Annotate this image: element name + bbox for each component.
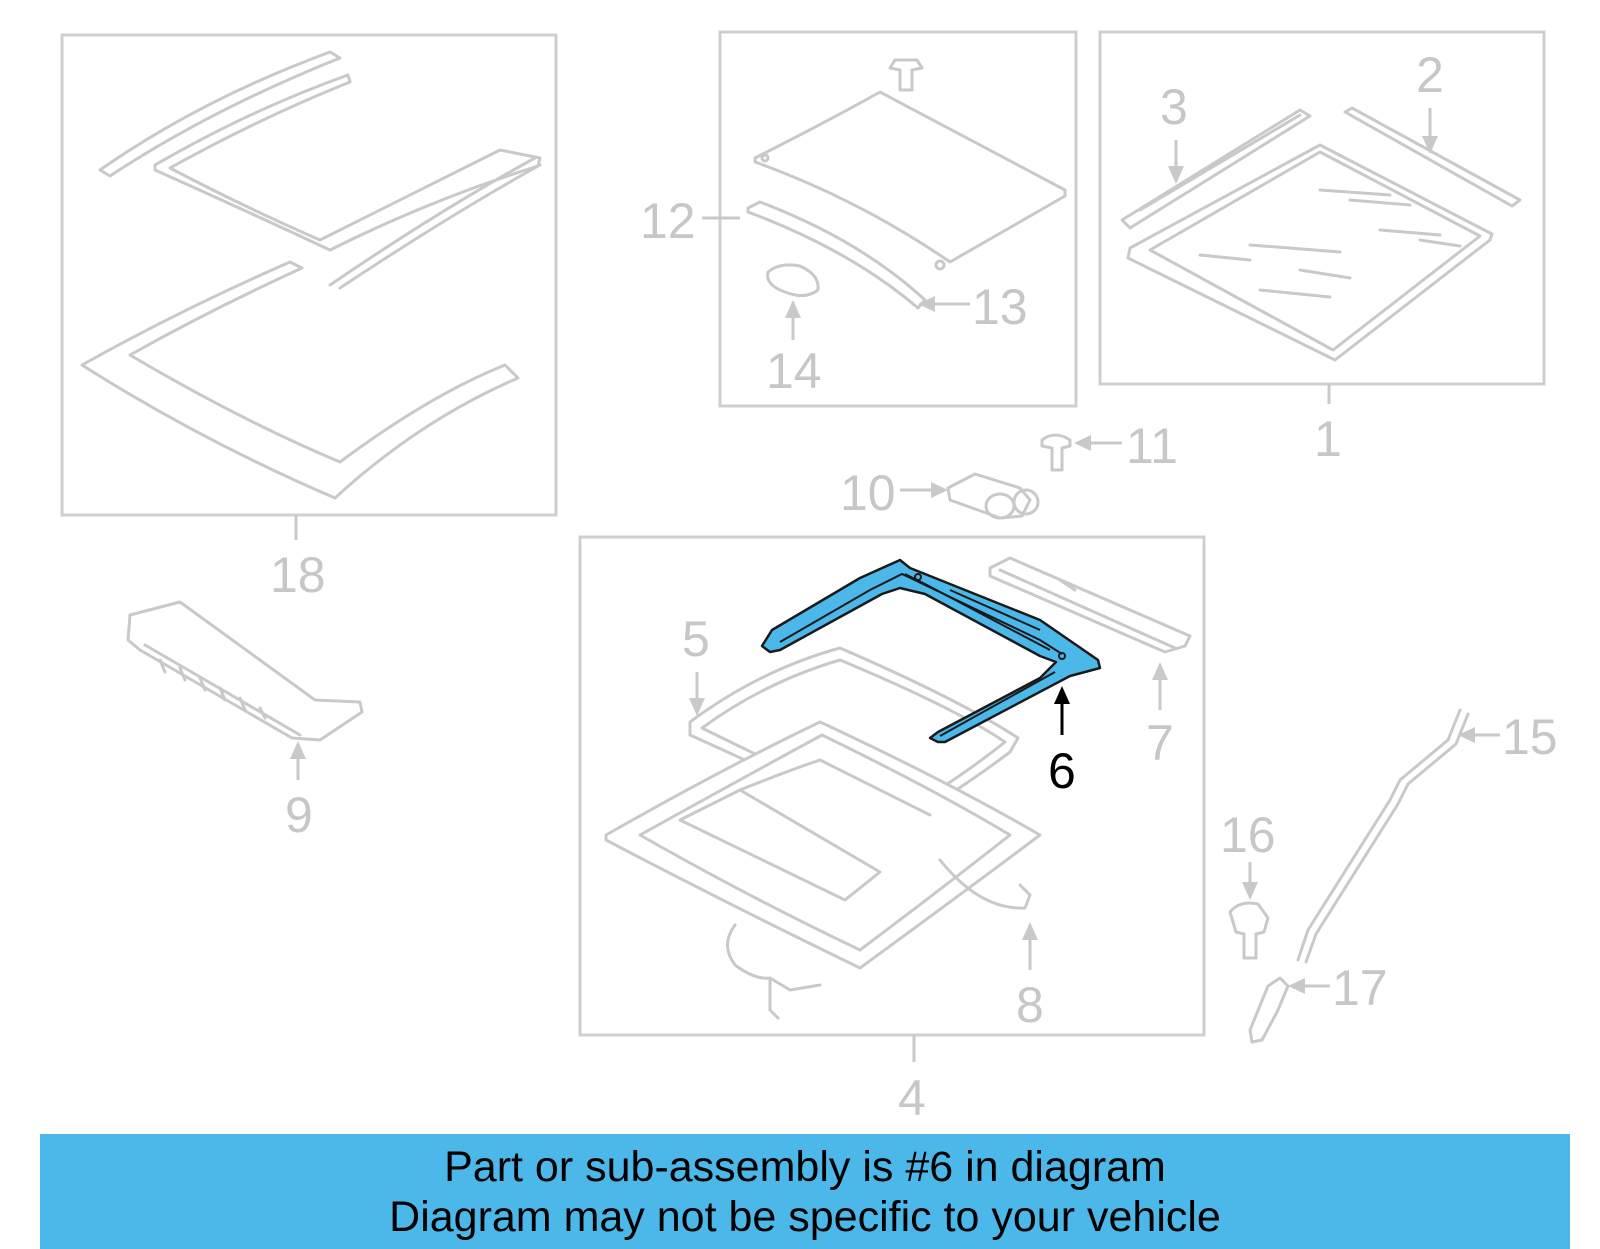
callout-12: 12 xyxy=(640,193,696,249)
arrow-8 xyxy=(1022,922,1038,940)
part-4-illustration xyxy=(604,646,1042,1020)
arrow-2 xyxy=(1422,136,1438,154)
part-18-illustration xyxy=(80,50,542,500)
arrow-15 xyxy=(1458,727,1475,743)
callout-18: 18 xyxy=(270,547,326,603)
callout-16: 16 xyxy=(1220,807,1276,863)
info-banner: Part or sub-assembly is #6 in diagram Di… xyxy=(40,1134,1570,1249)
part-12-illustration xyxy=(746,58,1067,310)
part-15-illustration xyxy=(1296,708,1470,964)
group-box-1 xyxy=(1098,30,1546,386)
arrow-3 xyxy=(1168,166,1184,184)
arrow-9 xyxy=(290,741,306,759)
arrow-10 xyxy=(931,482,948,498)
part-17-illustration xyxy=(1248,976,1290,1044)
group-box-4 xyxy=(578,535,1206,1037)
part-9-illustration xyxy=(126,600,364,742)
arrow-7 xyxy=(1152,662,1168,680)
arrow-6 xyxy=(1054,686,1070,704)
part-1-illustration xyxy=(1120,106,1522,362)
callout-1: 1 xyxy=(1314,411,1342,467)
banner-line-disclaimer: Diagram may not be specific to your vehi… xyxy=(389,1192,1221,1241)
arrow-16 xyxy=(1242,882,1258,900)
callout-2: 2 xyxy=(1416,47,1444,103)
callout-8: 8 xyxy=(1016,977,1044,1033)
part-10-illustration xyxy=(946,472,1040,520)
callout-14: 14 xyxy=(766,343,822,399)
part-16-illustration xyxy=(1228,901,1270,960)
callout-6[interactable]: 6 xyxy=(1048,743,1076,799)
arrow-11 xyxy=(1074,435,1091,451)
callout-3: 3 xyxy=(1160,79,1188,135)
callout-10: 10 xyxy=(840,465,896,521)
callout-13: 13 xyxy=(972,279,1028,335)
part-7-illustration xyxy=(988,556,1192,654)
callout-9: 9 xyxy=(285,787,313,843)
arrow-14 xyxy=(785,300,801,318)
callout-17: 17 xyxy=(1332,960,1388,1016)
callout-7: 7 xyxy=(1146,715,1174,771)
callout-5: 5 xyxy=(682,611,710,667)
arrow-17 xyxy=(1288,978,1305,994)
arrow-5 xyxy=(689,698,705,716)
arrow-13 xyxy=(918,296,935,312)
callout-4: 4 xyxy=(898,1070,926,1126)
group-box-18 xyxy=(60,33,558,517)
callout-11: 11 xyxy=(1126,418,1178,474)
callout-15: 15 xyxy=(1502,709,1558,765)
part-11-illustration xyxy=(1040,433,1072,472)
banner-line-part: Part or sub-assembly is #6 in diagram xyxy=(444,1142,1166,1191)
part-6-highlighted[interactable] xyxy=(760,558,1102,744)
